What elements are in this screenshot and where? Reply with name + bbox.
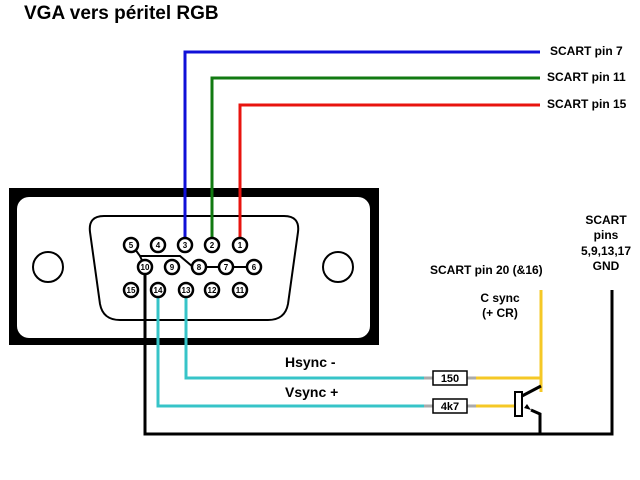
pin-number: 1 — [238, 241, 243, 250]
pin-number: 4 — [156, 241, 161, 250]
transistor-icon — [514, 391, 531, 417]
vga-pin-9: 9 — [163, 258, 181, 276]
vga-pin-5: 5 — [122, 236, 140, 254]
pin-circle — [231, 281, 249, 299]
pin-circle — [176, 236, 194, 254]
pin-circle — [203, 281, 221, 299]
pin-number: 14 — [154, 286, 163, 295]
vga-pin-6: 6 — [245, 258, 263, 276]
d-sub-shell — [88, 215, 300, 321]
wires — [143, 50, 614, 436]
resistor-value: 150 — [441, 373, 459, 385]
pin-number: 3 — [183, 241, 188, 250]
pin-number: 11 — [236, 286, 245, 295]
vga-pin-15: 15 — [122, 281, 140, 299]
pin-number: 15 — [127, 286, 136, 295]
label-scart-gnd: SCART pins 5,9,13,17 GND — [581, 213, 631, 273]
vga-pin-7: 7 — [217, 258, 235, 276]
label-hsync: Hsync - — [285, 354, 336, 370]
gnd-label-line: 5,9,13,17 — [581, 244, 631, 258]
pin-circle — [163, 258, 181, 276]
vga-pin-8: 8 — [190, 258, 208, 276]
pin-circle — [149, 236, 167, 254]
resistor-value: 4k7 — [441, 401, 459, 413]
label-scart-pin20: SCART pin 20 (&16) — [430, 263, 543, 277]
csync-label-line: C sync — [480, 291, 520, 305]
pin-circle — [190, 258, 208, 276]
wire-blue — [183, 50, 540, 245]
pin-circle — [245, 258, 263, 276]
wire-vsync — [156, 290, 432, 408]
pin-number: 13 — [182, 286, 191, 295]
pin-circle — [177, 281, 195, 299]
pin-number: 9 — [170, 263, 175, 272]
wire-hsync — [184, 290, 432, 380]
pin-number: 8 — [197, 263, 202, 272]
gnd-label-line: SCART — [585, 213, 627, 227]
wire-red — [238, 103, 540, 245]
label-scart-pin7: SCART pin 7 — [550, 44, 623, 58]
vga-pin-10: 10 — [136, 258, 154, 276]
pin-number: 7 — [224, 263, 229, 272]
csync-label-line: (+ CR) — [482, 306, 518, 320]
wire-green — [210, 76, 540, 245]
pin-circle — [122, 236, 140, 254]
vga-pins: 5 4 3 2 1 10 9 8 7 6 15 14 13 12 11 — [122, 236, 263, 299]
pin-circle — [136, 258, 154, 276]
resistor-body — [432, 398, 468, 414]
vga-pin-12: 12 — [203, 281, 221, 299]
wire-collector — [521, 384, 542, 398]
vga-pin-2: 2 — [203, 236, 221, 254]
label-scart-pin11: SCART pin 11 — [547, 70, 626, 84]
label-scart-pin15: SCART pin 15 — [547, 97, 627, 111]
label-csync: C sync (+ CR) — [480, 291, 520, 320]
resistor-body — [432, 370, 468, 386]
vga-pin-1: 1 — [231, 236, 249, 254]
ground-bridge-5-8-7-6 — [131, 244, 254, 268]
wire-ground — [143, 267, 614, 436]
mounting-hole-left — [32, 251, 64, 283]
vga-pin-3: 3 — [176, 236, 194, 254]
vga-pin-4: 4 — [149, 236, 167, 254]
pin-number: 12 — [208, 286, 217, 295]
pin-number: 6 — [252, 263, 257, 272]
pin-number: 2 — [210, 241, 215, 250]
resistor-150: 150 — [432, 370, 468, 386]
diagram-title: VGA vers péritel RGB — [24, 3, 219, 24]
pin-circle — [203, 236, 221, 254]
wire-emitter-ground — [530, 408, 542, 434]
transistor-base — [514, 391, 523, 417]
pin-number: 5 — [129, 241, 134, 250]
vga-pin-11: 11 — [231, 281, 249, 299]
gnd-label-line: GND — [593, 259, 620, 273]
pin-circle — [122, 281, 140, 299]
vga-pin-13: 13 — [177, 281, 195, 299]
label-vsync: Vsync + — [285, 384, 338, 400]
emitter-arrow-icon — [524, 404, 531, 410]
mounting-hole-right — [322, 251, 354, 283]
pin-circle — [217, 258, 235, 276]
pin-circle — [231, 236, 249, 254]
pin-number: 10 — [141, 263, 150, 272]
gnd-label-line: pins — [594, 228, 619, 242]
resistor-4k7: 4k7 — [432, 398, 468, 414]
vga-pin-14: 14 — [149, 281, 167, 299]
pin-circle — [149, 281, 167, 299]
